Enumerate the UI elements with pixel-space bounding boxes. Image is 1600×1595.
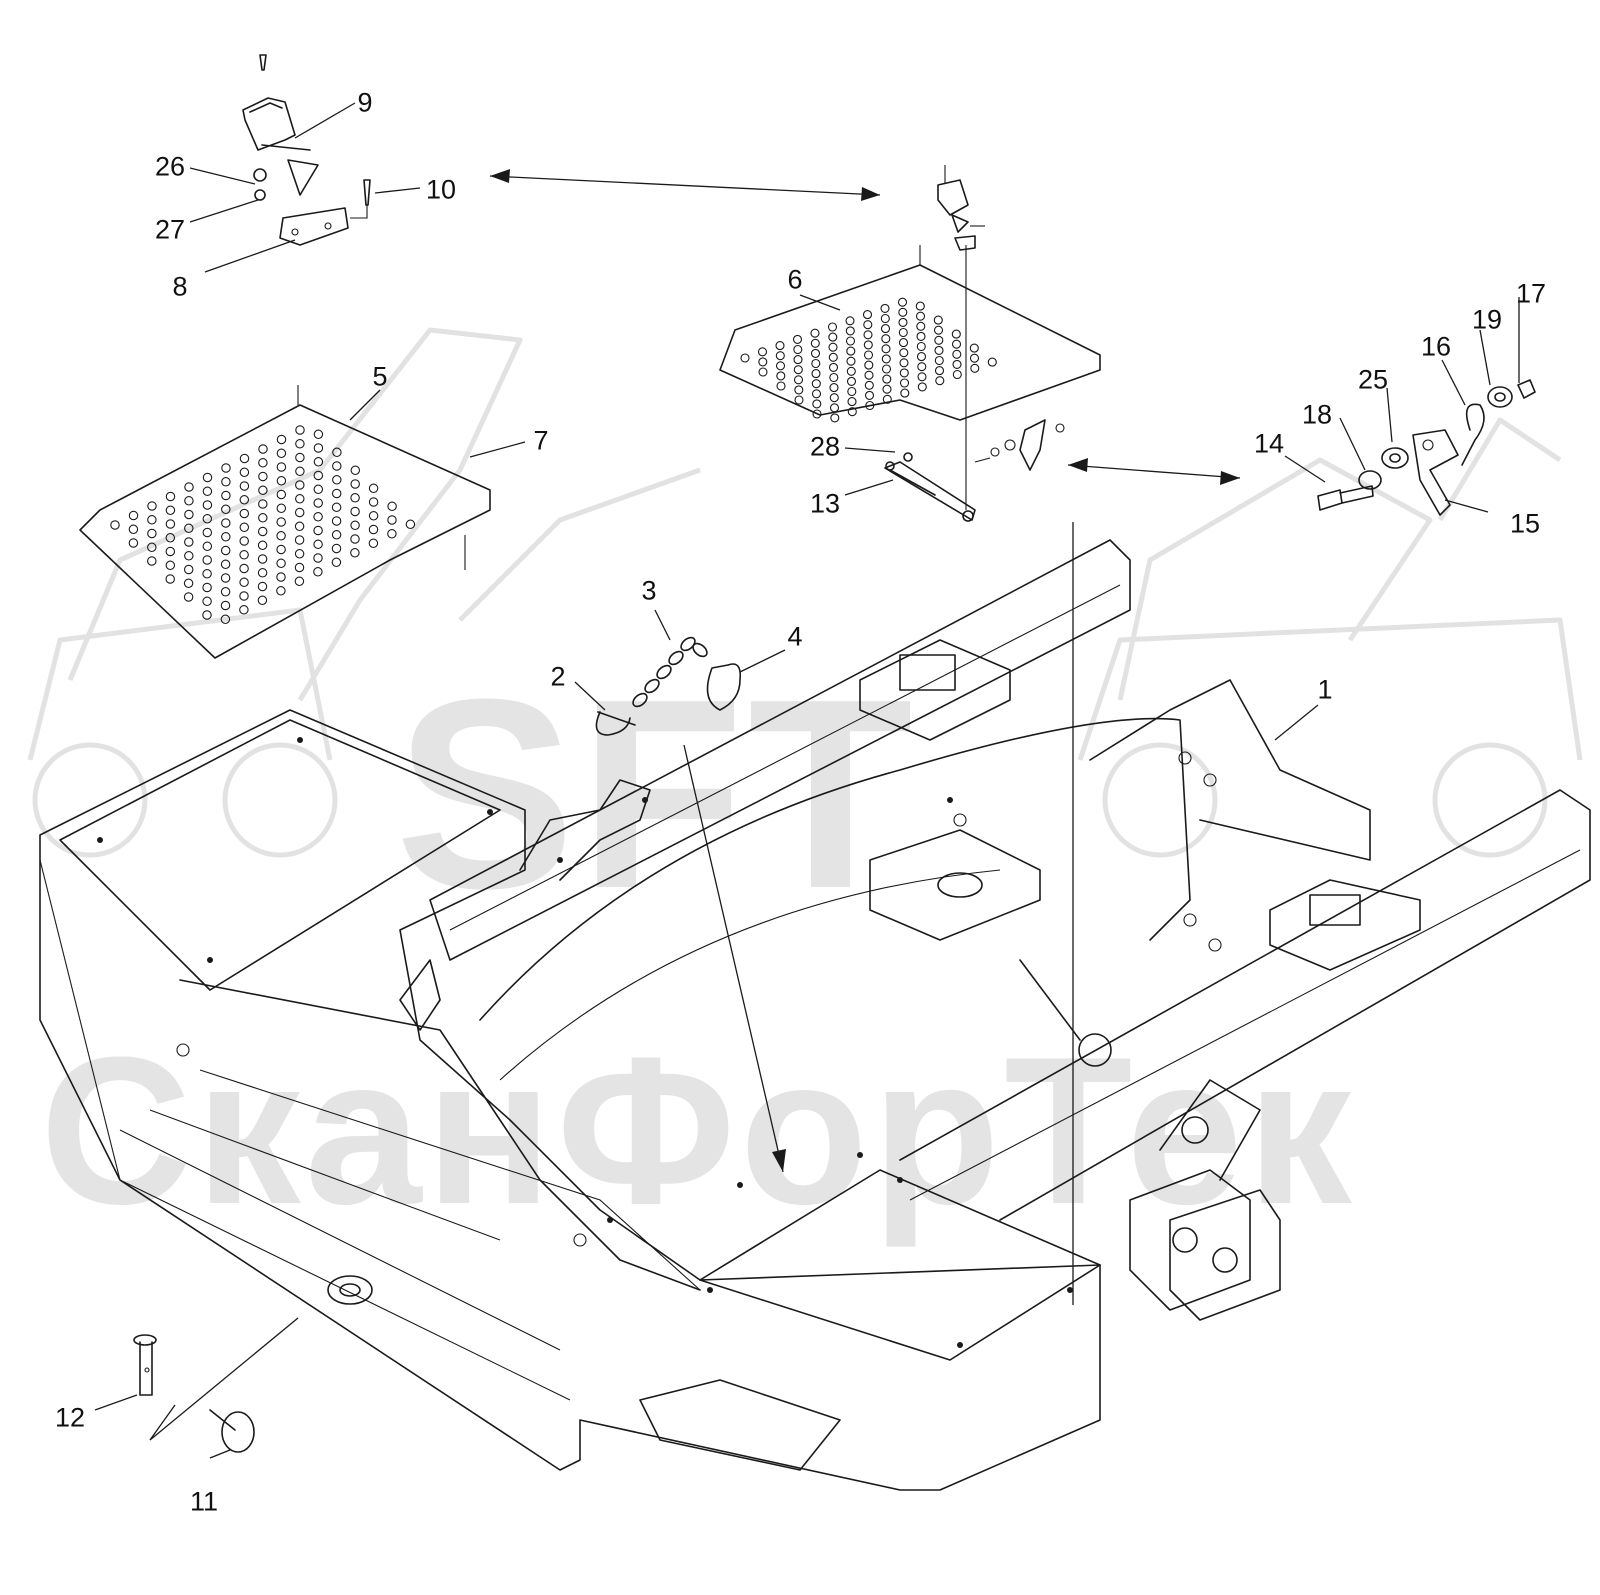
callout-8: 8	[172, 271, 188, 302]
lock-ring	[209, 1409, 255, 1453]
callout-27: 27	[154, 214, 186, 245]
callout-11: 11	[189, 1486, 219, 1517]
callout-25: 25	[1357, 364, 1389, 395]
floor-plate-right	[719, 245, 1101, 423]
callout-4: 4	[787, 621, 803, 652]
floor-plate-left	[79, 385, 491, 659]
callout-3: 3	[641, 575, 657, 606]
callout-5: 5	[372, 361, 388, 392]
watermark-company: СканФорТек	[40, 1013, 1356, 1248]
callout-18: 18	[1301, 399, 1333, 430]
callout-6: 6	[787, 264, 803, 295]
callout-26: 26	[154, 151, 186, 182]
latch-assembly-installed	[937, 165, 985, 510]
carabiner	[706, 663, 742, 711]
watermark-logo: SFT	[395, 644, 917, 945]
callout-19: 19	[1471, 304, 1503, 335]
callout-15: 15	[1509, 508, 1541, 539]
leader-lines	[94, 102, 1520, 1459]
pin	[133, 1334, 157, 1396]
lock-hook-detail	[1317, 379, 1536, 516]
callout-2: 2	[550, 661, 566, 692]
callout-1: 1	[1317, 674, 1333, 705]
shackle	[595, 711, 636, 736]
callout-13: 13	[809, 488, 841, 519]
chain	[632, 636, 708, 708]
callout-17: 17	[1515, 278, 1547, 309]
callout-10: 10	[425, 174, 457, 205]
watermark-graphics	[27, 327, 1583, 858]
assembly-arrows	[489, 169, 1241, 1305]
lock-hook-installed	[974, 419, 1065, 471]
callout-16: 16	[1420, 331, 1452, 362]
callout-12: 12	[54, 1402, 86, 1433]
callout-9: 9	[357, 87, 373, 118]
latch-assembly-detail	[242, 54, 371, 246]
main-frame	[39, 539, 1591, 1491]
callout-14: 14	[1253, 428, 1285, 459]
callout-28: 28	[809, 431, 841, 462]
callout-7: 7	[533, 425, 549, 456]
gas-strut	[884, 452, 976, 522]
